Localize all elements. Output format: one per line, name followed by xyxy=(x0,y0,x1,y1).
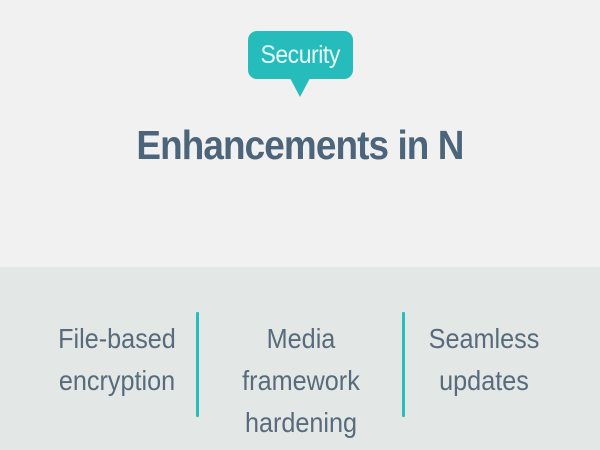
security-badge: Security xyxy=(248,31,353,79)
feature-line-1: Media framework xyxy=(242,323,360,396)
feature-line-2: encryption xyxy=(58,365,176,396)
feature-line-1: File-based xyxy=(58,323,176,354)
feature-line-2: updates xyxy=(439,365,529,396)
feature-line-2: hardening xyxy=(244,407,358,438)
feature-media-framework-hardening: Media framework hardening xyxy=(210,318,392,444)
feature-seamless-updates: Seamless updates xyxy=(413,318,555,402)
header-section: Security Enhancements in N xyxy=(136,31,465,168)
column-divider xyxy=(196,312,199,417)
page-title: Enhancements in N xyxy=(136,122,464,168)
speech-bubble-tail xyxy=(290,78,310,97)
security-badge-label: Security xyxy=(260,40,341,69)
feature-file-based-encryption: File-based encryption xyxy=(46,318,188,402)
column-divider xyxy=(402,312,405,417)
feature-line-1: Seamless xyxy=(428,323,540,354)
features-section xyxy=(0,267,600,450)
